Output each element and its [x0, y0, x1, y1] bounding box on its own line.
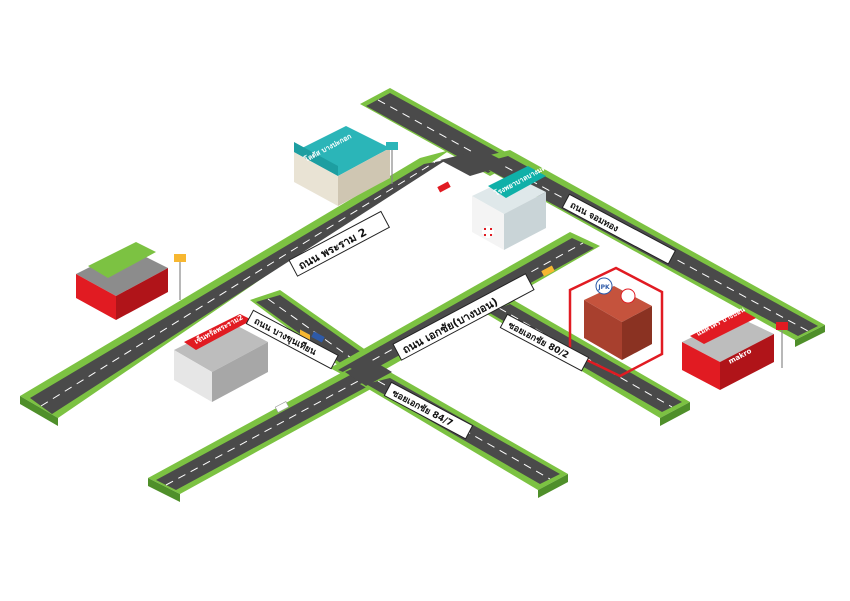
car-yellow	[541, 265, 555, 277]
road-phraram2	[20, 150, 450, 426]
car-white	[274, 401, 290, 413]
building-hospital: โรงพยาบาลบางมด	[472, 163, 548, 250]
car-red	[437, 181, 451, 193]
car-blue	[311, 331, 325, 343]
road-lower-west	[148, 368, 380, 502]
junction-center	[345, 360, 392, 386]
school-logo: JPK	[597, 284, 610, 291]
building-store-red	[76, 242, 186, 320]
junction-north	[440, 150, 510, 176]
building-central: เซ็นทรัลพระราม2	[174, 312, 268, 402]
